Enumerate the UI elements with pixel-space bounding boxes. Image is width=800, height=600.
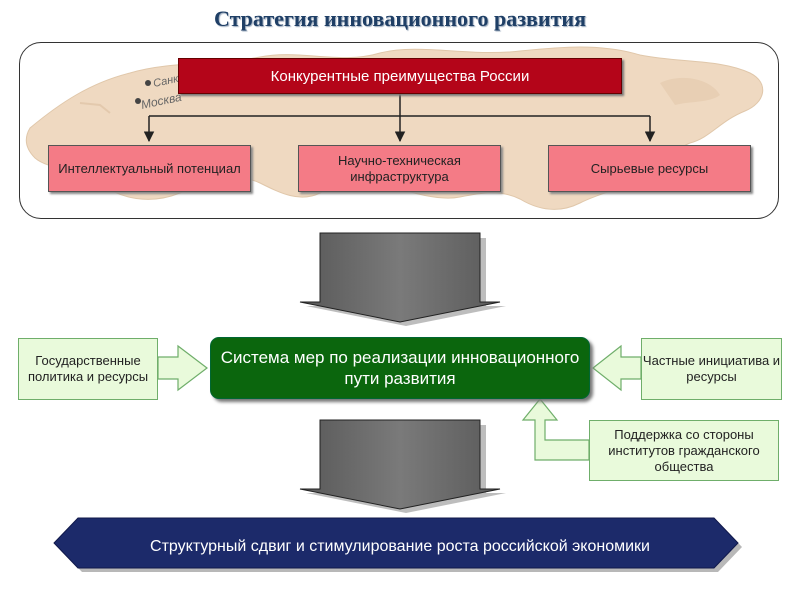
private-initiative-box: Частные инициатива и ресурсы <box>641 338 782 400</box>
state-policy-box: Государственные политика и ресурсы <box>18 338 158 400</box>
competitive-advantages-box: Конкурентные преимущества России <box>178 58 622 94</box>
arrow-bottom-input <box>521 398 590 461</box>
arrow-right-input <box>592 344 642 392</box>
arrow-left-input <box>157 344 208 392</box>
intellectual-potential-box: Интеллектуальный потенциал <box>48 145 251 192</box>
civil-society-box: Поддержка со стороны институтов гражданс… <box>589 420 779 481</box>
scientific-infrastructure-box: Научно-техническая инфраструктура <box>298 145 501 192</box>
big-arrow-1 <box>299 232 501 323</box>
result-label: Структурный сдвиг и стимулирование роста… <box>150 538 650 555</box>
big-arrow-2 <box>299 419 501 510</box>
result-bar <box>53 517 739 569</box>
innovation-measures-box: Система мер по реализации инновационного… <box>210 337 590 399</box>
raw-resources-box: Сырьевые ресурсы <box>548 145 751 192</box>
page-title: Стратегия инновационного развития <box>213 6 586 31</box>
